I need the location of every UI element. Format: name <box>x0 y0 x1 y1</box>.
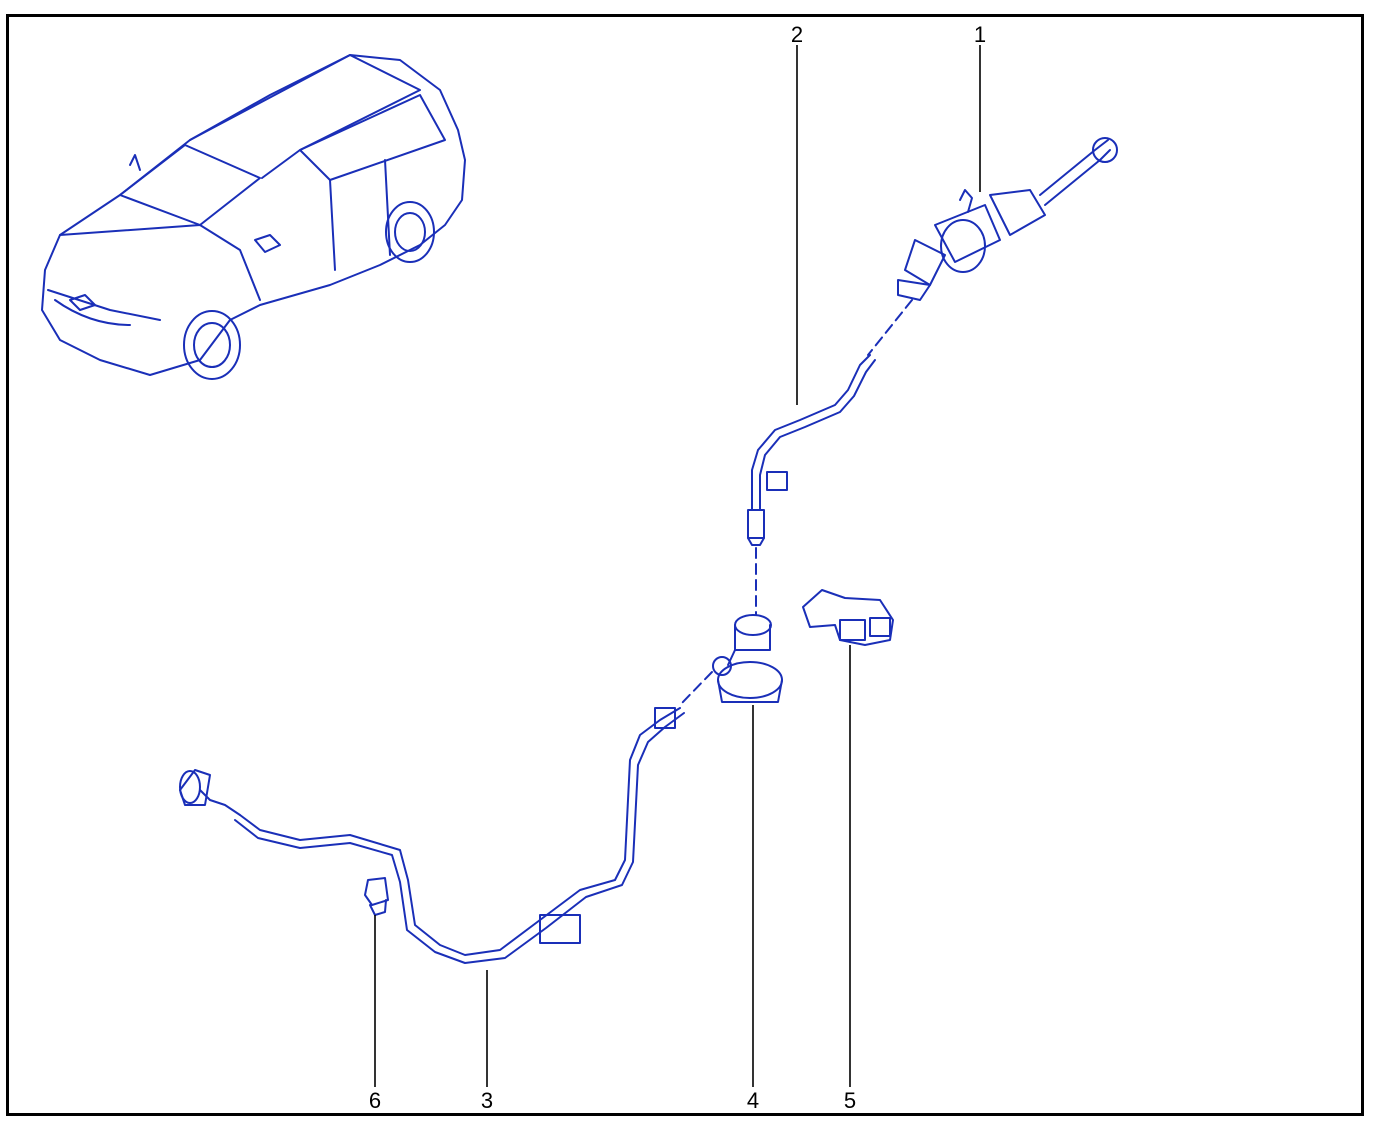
callout-6: 6 <box>368 1088 382 1113</box>
callout-2: 2 <box>790 22 804 47</box>
suv-vehicle-icon <box>41 54 466 380</box>
pipe-clip-icon <box>364 877 389 916</box>
callout-3: 3 <box>480 1088 494 1113</box>
pipe-2 <box>747 354 876 546</box>
callout-5: 5 <box>843 1088 857 1113</box>
callout-1: 1 <box>973 22 987 47</box>
clutch-slave-cylinder-icon <box>712 614 783 703</box>
pipe-3 <box>179 707 685 964</box>
pipe-bracket-icon <box>802 589 894 646</box>
callout-4: 4 <box>746 1088 760 1113</box>
clutch-master-cylinder-icon <box>897 137 1118 301</box>
diagram-frame <box>6 14 1364 1116</box>
